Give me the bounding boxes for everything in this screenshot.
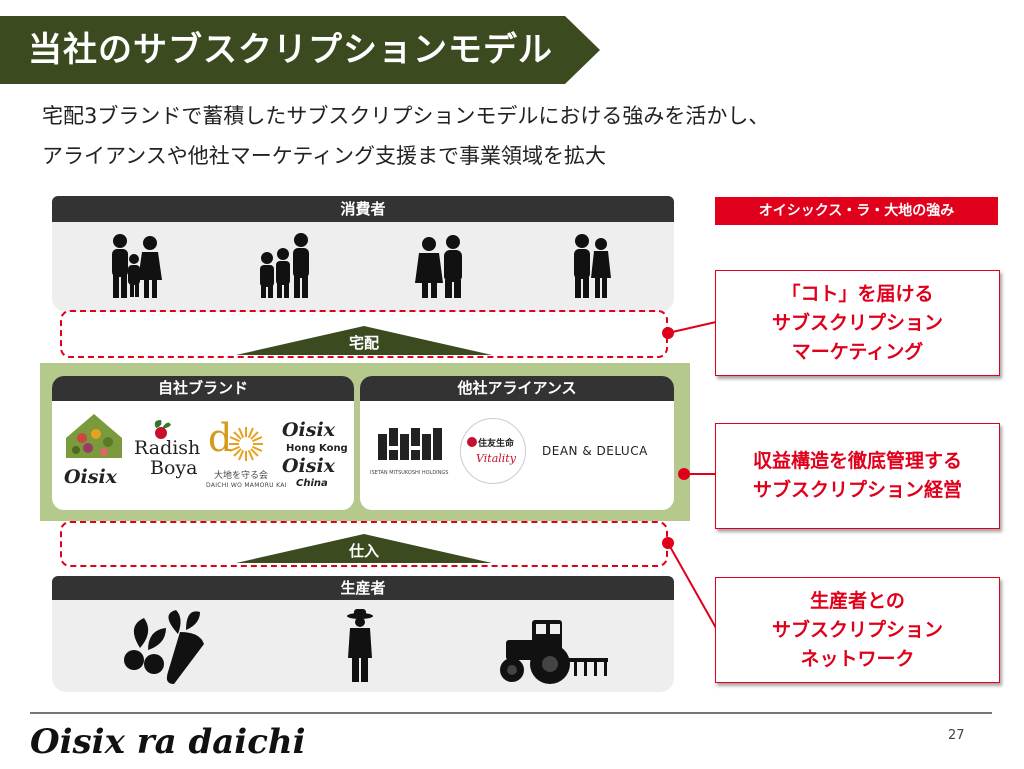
tractor-icon [500,620,608,684]
family-icon [260,233,309,298]
delivery-label: 宅配 [348,334,379,352]
strength-box-marketing: 「コト」を届ける サブスクリプション マーケティング [715,270,1000,376]
oisix-hk-logo: Oisix [282,419,336,441]
procurement-arrow [236,534,492,563]
alliance-header: 他社アライアンス [360,376,674,401]
strength-2-line-1: 収益構造を徹底管理する [752,450,962,472]
radish-logo-line1: Radish [134,437,201,459]
strength-1-line-2: サブスクリプション [771,311,943,334]
sumitomo-name: 住友生命 [478,439,515,449]
radish-boya-logo: Radish Boya [134,438,200,478]
strength-1-line-1: 「コト」を届ける [781,282,934,305]
vegetables-icon [124,610,204,684]
subtitle-line-1: 宅配3ブランドで蓄積したサブスクリプションモデルにおける強みを活かし、 [42,104,770,128]
consumers-header: 消費者 [52,196,674,222]
strength-box-network: 生産者との サブスクリプション ネットワーク [715,577,1000,683]
strength-3-line-1: 生産者との [810,589,905,612]
boya-logo-line2: Boya [150,457,198,479]
sumitomo-mark-icon [467,437,477,447]
couple-icon [574,234,611,298]
strength-2-line-2: サブスクリプション経営 [752,479,962,501]
footer-logo: Oisix ra daichi [30,722,306,762]
isetan-caption: ISETAN MITSUKOSHI HOLDINGS [370,470,449,476]
daichi-sun-icon [229,427,263,461]
strengths-badge: オイシックス・ラ・大地の強み [715,197,998,225]
daichi-mark: d [208,416,233,460]
own-brands-header: 自社ブランド [52,376,354,401]
vitality-logo: Vitality [476,452,516,465]
strength-3-line-3: ネットワーク [800,647,915,670]
delivery-arrow [236,326,492,355]
strength-box-management: 収益構造を徹底管理する サブスクリプション経営 [715,423,1000,529]
oisix-vegetable-house-icon [66,414,122,458]
elderly-couple-icon [415,235,462,298]
title-banner [0,16,600,84]
strength-1-line-3: マーケティング [791,340,924,363]
oisix-logo: Oisix [64,466,118,488]
footer-divider [30,712,992,714]
daichi-jp-name: 大地を守る会 [214,471,269,481]
procurement-label: 仕入 [348,542,379,560]
daichi-en-name: DAICHI WO MAMORU KAI [206,482,287,489]
radish-icon [154,420,171,439]
consumer-silhouettes [112,233,611,298]
sumitomo-vitality-badge [460,418,526,484]
family-icon [112,234,162,298]
farmer-icon [347,609,373,682]
producer-silhouettes [124,609,608,684]
subtitle-line-2: アライアンスや他社マーケティング支援まで事業領域を拡大 [42,144,607,168]
strength-3-line-2: サブスクリプション [771,618,943,641]
oisix-china-logo: Oisix [282,455,336,477]
dean-deluca-logo: DEAN & DELUCA [542,444,648,458]
china-label: China [296,478,328,489]
isetan-mitsukoshi-logo-icon [378,428,442,460]
page-number: 27 [948,728,965,743]
own-brands-card: 自社ブランド [52,376,354,510]
page-title: 当社のサブスクリプションモデル [28,30,553,70]
hong-kong-label: Hong Kong [286,443,348,454]
producers-header: 生産者 [52,576,674,600]
